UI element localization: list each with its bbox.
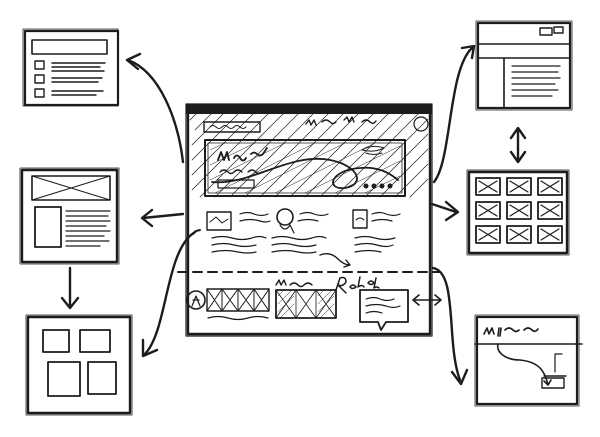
arrow-to-form bbox=[125, 52, 185, 164]
logo-box bbox=[203, 121, 261, 133]
grid-cell bbox=[475, 225, 501, 244]
left-wireframe-form bbox=[22, 28, 120, 107]
bottom-thumbnail-strip-mid bbox=[275, 279, 337, 319]
grid-cell bbox=[475, 177, 501, 196]
connector-glyph: ↔ bbox=[0, 0, 1, 1]
feature-scribble: ~~~~~~~~~ bbox=[240, 211, 248, 213]
grid-cell bbox=[475, 201, 501, 220]
callout-scribble: Roster bbox=[335, 282, 340, 285]
grid-cell bbox=[506, 177, 532, 196]
feature-column-2 bbox=[271, 208, 329, 254]
grid-cell bbox=[506, 225, 532, 244]
arrow-layout-grid bbox=[509, 126, 527, 164]
bottom-scribble: Mbsaea bbox=[275, 283, 280, 285]
grid-cell bbox=[537, 177, 563, 196]
hero-sub-scribble: Abc ~ ~~ bbox=[219, 169, 225, 171]
arrow-to-tiles bbox=[141, 229, 201, 358]
person-icon bbox=[186, 290, 206, 310]
feature-column-1 bbox=[206, 211, 271, 254]
feature-column-3 bbox=[352, 209, 401, 253]
left-wireframe-article bbox=[19, 167, 120, 265]
arrow-to-article bbox=[140, 208, 185, 228]
search-icon bbox=[413, 116, 429, 132]
chart-scribble: ~~ ~~~ ~~~ bbox=[486, 331, 494, 333]
arrow-article-to-tiles bbox=[60, 266, 80, 310]
right-wireframe-layout bbox=[475, 20, 573, 111]
hero-button bbox=[217, 179, 255, 189]
hero-banner bbox=[204, 139, 406, 197]
speech-bubble bbox=[359, 289, 409, 331]
right-wireframe-chart: ~~ ~~~ ~~~ bbox=[474, 314, 583, 407]
arrow-to-layout bbox=[432, 44, 476, 184]
right-wireframe-grid bbox=[466, 169, 570, 256]
grid-cell bbox=[537, 201, 563, 220]
grid-cell bbox=[537, 225, 563, 244]
browser-title-bar bbox=[186, 104, 432, 114]
hero-title-scribble: Mma ~ la bbox=[217, 157, 223, 159]
nav-scribble-text: ~m MM ~w ~~~ bbox=[306, 116, 315, 118]
arrow-to-chart bbox=[431, 266, 469, 386]
arrow-to-grid bbox=[430, 200, 460, 222]
center-wireframe: ~m MM ~w ~~~ Mma ~ la Abc ~ ~~ bbox=[177, 103, 441, 337]
grid-cell bbox=[506, 201, 532, 220]
double-arrow-callout: ↔ bbox=[0, 0, 442, 306]
bottom-thumbnail-strip-left bbox=[206, 288, 270, 321]
left-wireframe-tiles bbox=[25, 314, 133, 416]
